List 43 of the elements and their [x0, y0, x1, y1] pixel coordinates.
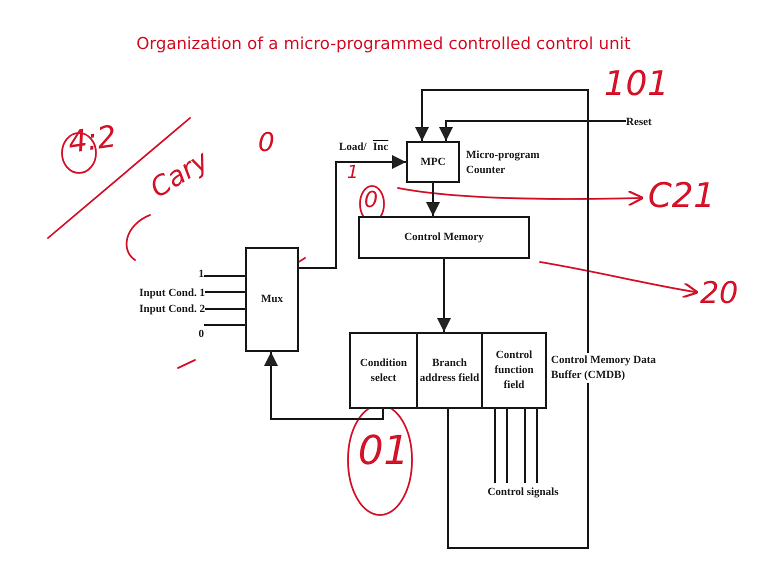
- block-label: Condition select: [358, 356, 408, 386]
- handwritten-note: 4:2: [66, 119, 119, 161]
- handwritten-note: 1: [347, 162, 358, 183]
- arrow: [439, 120, 626, 141]
- block-label: Control Memory: [404, 230, 484, 245]
- block-box: [418, 334, 483, 407]
- handwritten-note: 01: [358, 428, 409, 474]
- block-label: Mux: [261, 292, 283, 307]
- block-box: [406, 141, 460, 183]
- signal-label: Control signals: [487, 484, 558, 500]
- block-label: Control function field: [493, 348, 535, 393]
- handwritten-note: 0: [258, 128, 275, 158]
- connector-line: [524, 407, 526, 483]
- arrow: [437, 259, 451, 332]
- handwritten-note: 0: [364, 188, 378, 213]
- block-label: Branch address field: [418, 356, 480, 386]
- buffer-box: [349, 332, 547, 409]
- signal-label: Input Cond. 1: [139, 286, 205, 300]
- arrow: [426, 183, 440, 216]
- signal-label: 0: [198, 327, 204, 342]
- connector-line: [205, 291, 245, 293]
- arrow: [264, 352, 384, 420]
- handwritten-note: C21: [648, 176, 716, 216]
- connector-line: [506, 407, 508, 483]
- handwritten-note: 101: [604, 64, 669, 104]
- arrow: [299, 155, 406, 269]
- connector-line: [205, 308, 245, 310]
- signal-label: Load/: [339, 141, 367, 153]
- signal-label: Input Cond. 2: [139, 302, 205, 316]
- signal-label: 1: [198, 266, 204, 282]
- connector-line: [494, 407, 496, 483]
- block-label: MPC: [420, 154, 446, 170]
- connector-line: [536, 407, 538, 483]
- title: Organization of a micro-programmed controlled control unit: [135, 34, 632, 53]
- block-box: [358, 216, 530, 259]
- signal-label: Inc: [373, 141, 388, 153]
- signal-label: Reset: [626, 114, 652, 130]
- arrow: [415, 89, 589, 549]
- handwritten-note: Cary: [145, 144, 214, 204]
- connector-line: [204, 324, 245, 326]
- connector-line: [204, 275, 245, 277]
- block-box: [245, 247, 299, 352]
- handwritten-note: 20: [700, 276, 738, 311]
